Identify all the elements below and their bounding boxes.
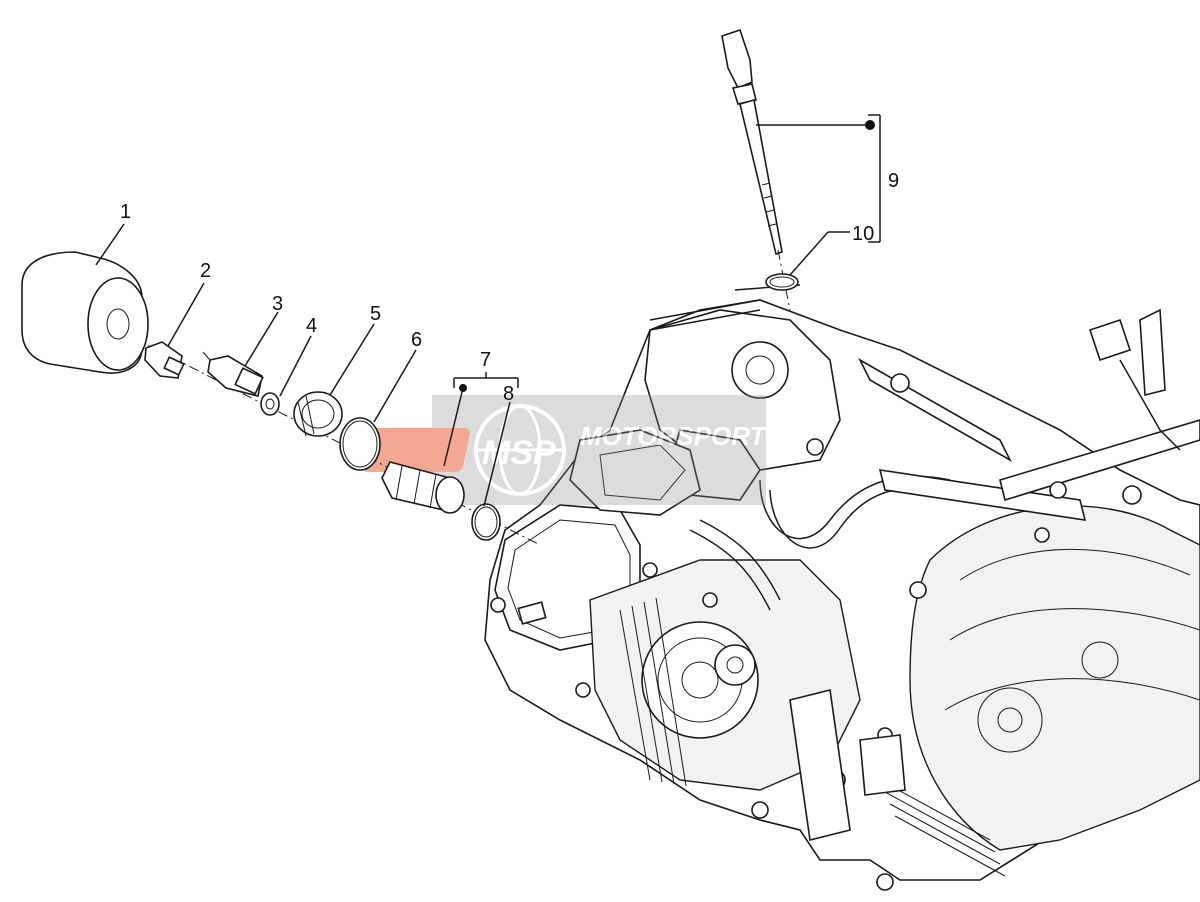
callout-5: 5 [370, 303, 381, 325]
leader-lines [95, 114, 881, 507]
oil-dipstick [721, 28, 783, 256]
strainer-o-ring [471, 503, 501, 541]
watermark-text: MOTORSPORT [580, 421, 768, 451]
assembly-axis [117, 329, 541, 546]
engine-assembly [484, 284, 1200, 891]
callout-2: 2 [200, 260, 211, 282]
callout-4: 4 [306, 315, 317, 337]
callout-9: 9 [888, 170, 899, 192]
callout-8: 8 [503, 383, 514, 405]
callout-1: 1 [120, 201, 131, 223]
callout-7: 7 [480, 349, 491, 371]
dipstick-o-ring [765, 273, 799, 291]
callout-3: 3 [272, 293, 283, 315]
drain-plug [293, 391, 343, 437]
filter-nipple [144, 341, 185, 379]
oil-pressure-sensor [202, 351, 264, 397]
callout-6: 6 [411, 329, 422, 351]
callout-10: 10 [852, 223, 874, 245]
o-ring [339, 417, 381, 471]
watermark-logo: MSP [482, 434, 556, 472]
sealing-washer [260, 392, 280, 416]
oil-strainer [381, 461, 465, 514]
oil-filter [21, 251, 149, 374]
